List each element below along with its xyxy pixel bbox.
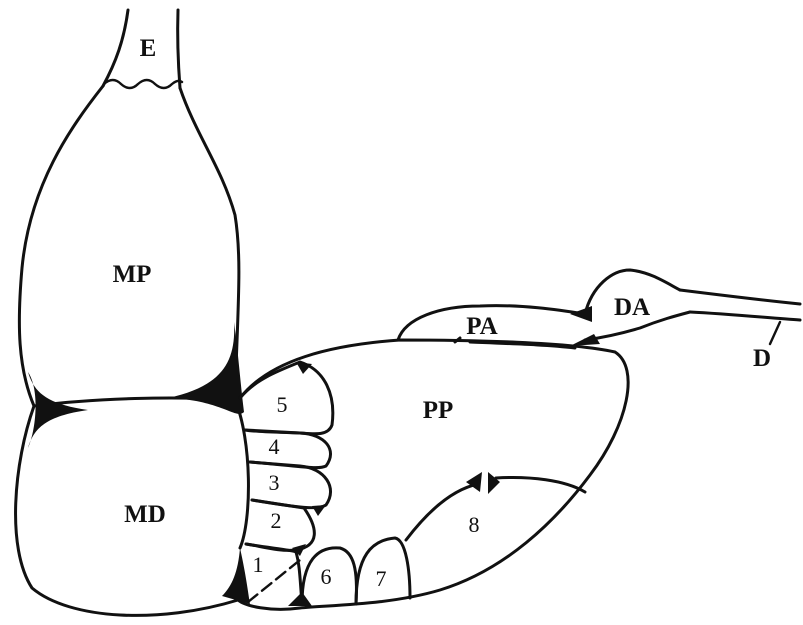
esophagus-left-wall [103, 10, 128, 86]
left-constriction [28, 372, 88, 448]
fillet-md-bottom [222, 548, 250, 604]
label-lobe-4: 4 [269, 434, 280, 459]
label-pa: PA [466, 313, 497, 340]
label-pp: PP [423, 397, 454, 424]
fillet-lobe5-top [296, 362, 312, 374]
esophagus-right-wall [178, 10, 180, 88]
label-mp: MP [113, 261, 152, 288]
label-lobe-6: 6 [321, 564, 332, 589]
fillet-lobe1-bottom [288, 592, 312, 606]
fillet-lobe2-bottom [292, 544, 306, 556]
label-lobe-8: 8 [469, 512, 480, 537]
label-lobe-5: 5 [277, 392, 288, 417]
label-lobe-7: 7 [376, 566, 387, 591]
duct-d-pointer [770, 322, 780, 344]
pa-da-constriction-top [570, 306, 592, 322]
right-constriction [168, 322, 244, 414]
label-da: DA [614, 294, 650, 321]
chamber-mp-outline [19, 86, 239, 406]
chamber-md-right-wall [235, 400, 248, 548]
duct-d-outline [680, 290, 800, 320]
label-e: E [140, 35, 157, 62]
label-d: D [753, 345, 771, 372]
esophagus-junction-line [104, 80, 182, 88]
label-lobe-1: 1 [253, 552, 264, 577]
lobe-8-outline [406, 478, 585, 540]
label-md: MD [124, 501, 166, 528]
lobe-8-valve [466, 472, 500, 494]
fillet-lobe3-right [312, 505, 326, 516]
pa-da-constriction-bottom [570, 334, 600, 346]
label-lobe-3: 3 [269, 470, 280, 495]
chamber-pp-outline [238, 340, 628, 609]
label-lobe-2: 2 [271, 508, 282, 533]
